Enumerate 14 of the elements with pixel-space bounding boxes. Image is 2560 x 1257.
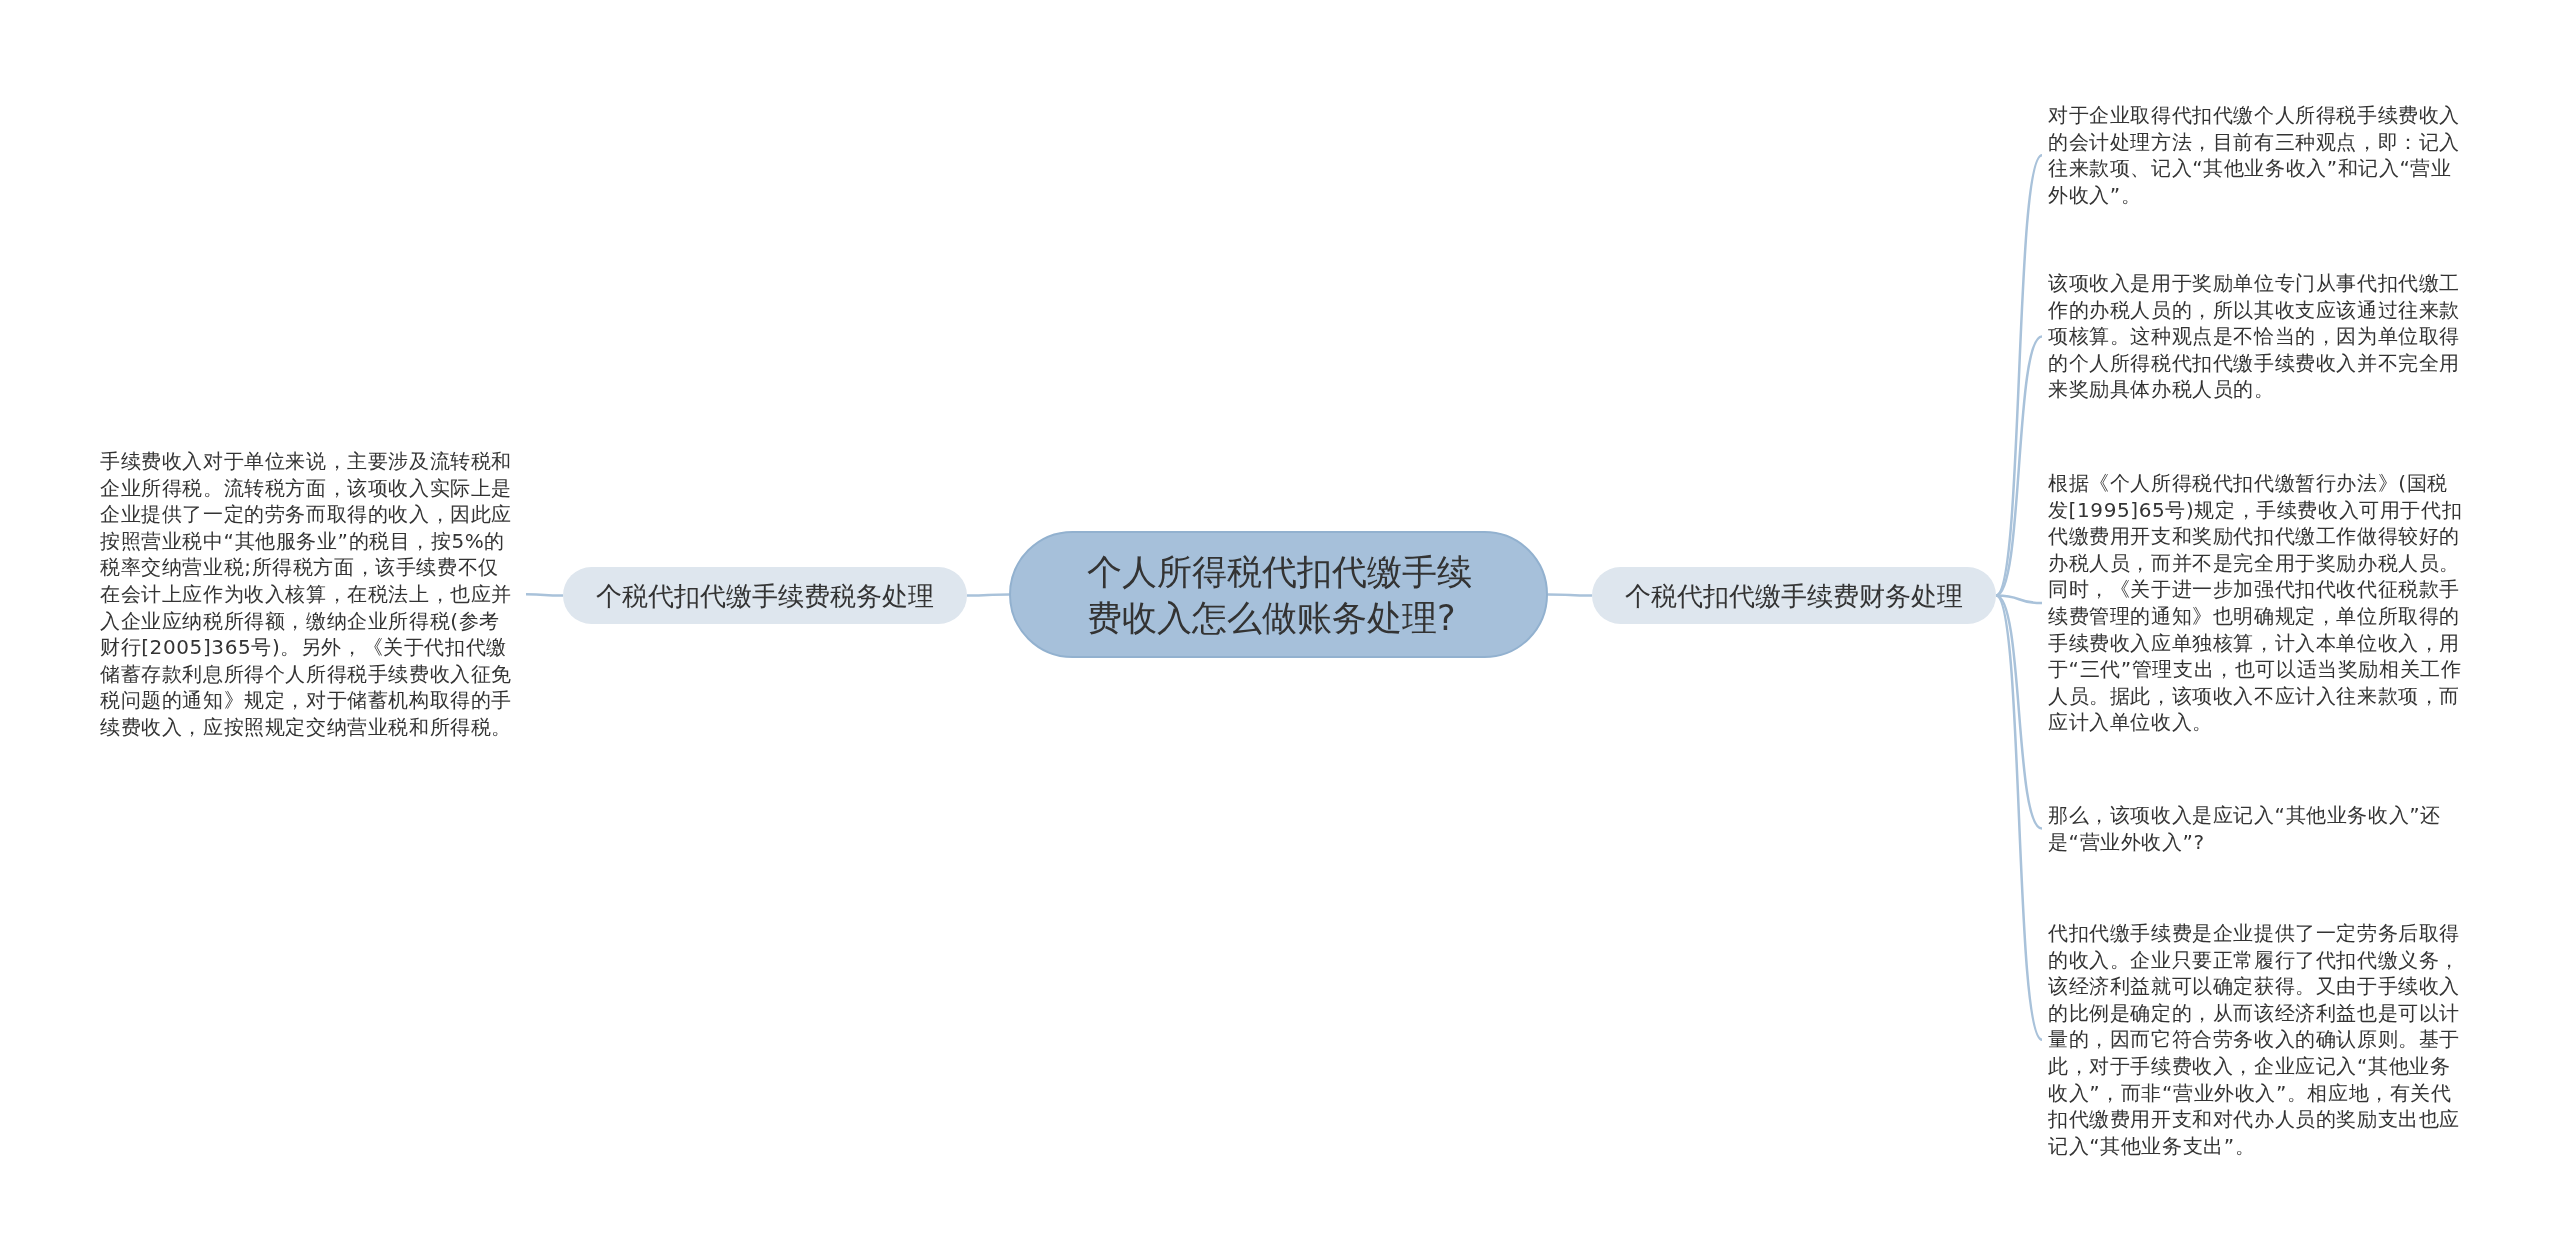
central-topic-pill: 个人所得税代扣代缴手续费收入怎么做账务处理? [1009,531,1548,658]
note-text: 根据《个人所得税代扣代缴暂行办法》(国税发[1995]65号)规定，手续费收入可用于代扣代缴费用开支和奖励代扣代缴工作做得较好的办税人员，而并不是完全用于奖励办税人员。同时，《关于进一步加强代扣代收代征税款手续费管理的通知》也明确规定，单位所取得的手续费收入应单独核算，计入本单位收入，用于“三代”管理支出，也可以适当奖励相关工作人员。据此，该项收入不应计入往来款项，而应计入单位收入。 [2042,470,2466,736]
connector-line [526,593,563,597]
note-text: 对于企业取得代扣代缴个人所得税手续费收入的会计处理方法，目前有三种观点，即：记入往来款项、记入“其他业务收入”和记入“营业外收入”。 [2042,102,2466,209]
note-text: 代扣代缴手续费是企业提供了一定劳务后取得的收入。企业只要正常履行了代扣代缴义务，该经济利益就可以确定获得。又由于手续收入的比例是确定的，从而该经济利益也是可以计量的，因而它符合劳务收入的确认原则。基于此，对于手续费收入，企业应记入“其他业务收入”，而非“营业外收入”。相应地，有关代扣代缴费用开支和对代办人员的奖励支出也应记入“其他业务支出”。 [2042,920,2466,1160]
note-text: 手续费收入对于单位来说，主要涉及流转税和企业所得税。流转税方面，该项收入实际上是企业提供了一定的劳务而取得的收入，因此应按照营业税中“其他服务业”的税目，按5%的税率交纳营业税;所得税方面，该手续费不仅在会计上应作为收入核算，在税法上，也应并入企业应纳税所得额，缴纳企业所得税(参考财行[2005]365号)。另外，《关于代扣代缴储蓄存款利息所得个人所得税手续费收入征免税问题的通知》规定，对于储蓄机构取得的手续费收入，应按照规定交纳营业税和所得税。 [100,448,526,741]
connector-line [1548,593,1592,597]
topic-pill: 个税代扣代缴手续费财务处理 [1592,567,1996,624]
topic-pill: 个税代扣代缴手续费税务处理 [563,567,967,624]
connector-line [967,593,1009,597]
note-text: 那么，该项收入是应记入“其他业务收入”还是“营业外收入”? [2042,802,2466,856]
connector-line [1994,594,2044,1041]
note-text: 该项收入是用于奖励单位专门从事代扣代缴工作的办税人员的，所以其收支应该通过往来款项核算。这种观点是不恰当的，因为单位取得的个人所得税代扣代缴手续费收入并不完全用来奖励具体办税人员的。 [2042,270,2466,403]
connector-line [1995,335,2043,597]
